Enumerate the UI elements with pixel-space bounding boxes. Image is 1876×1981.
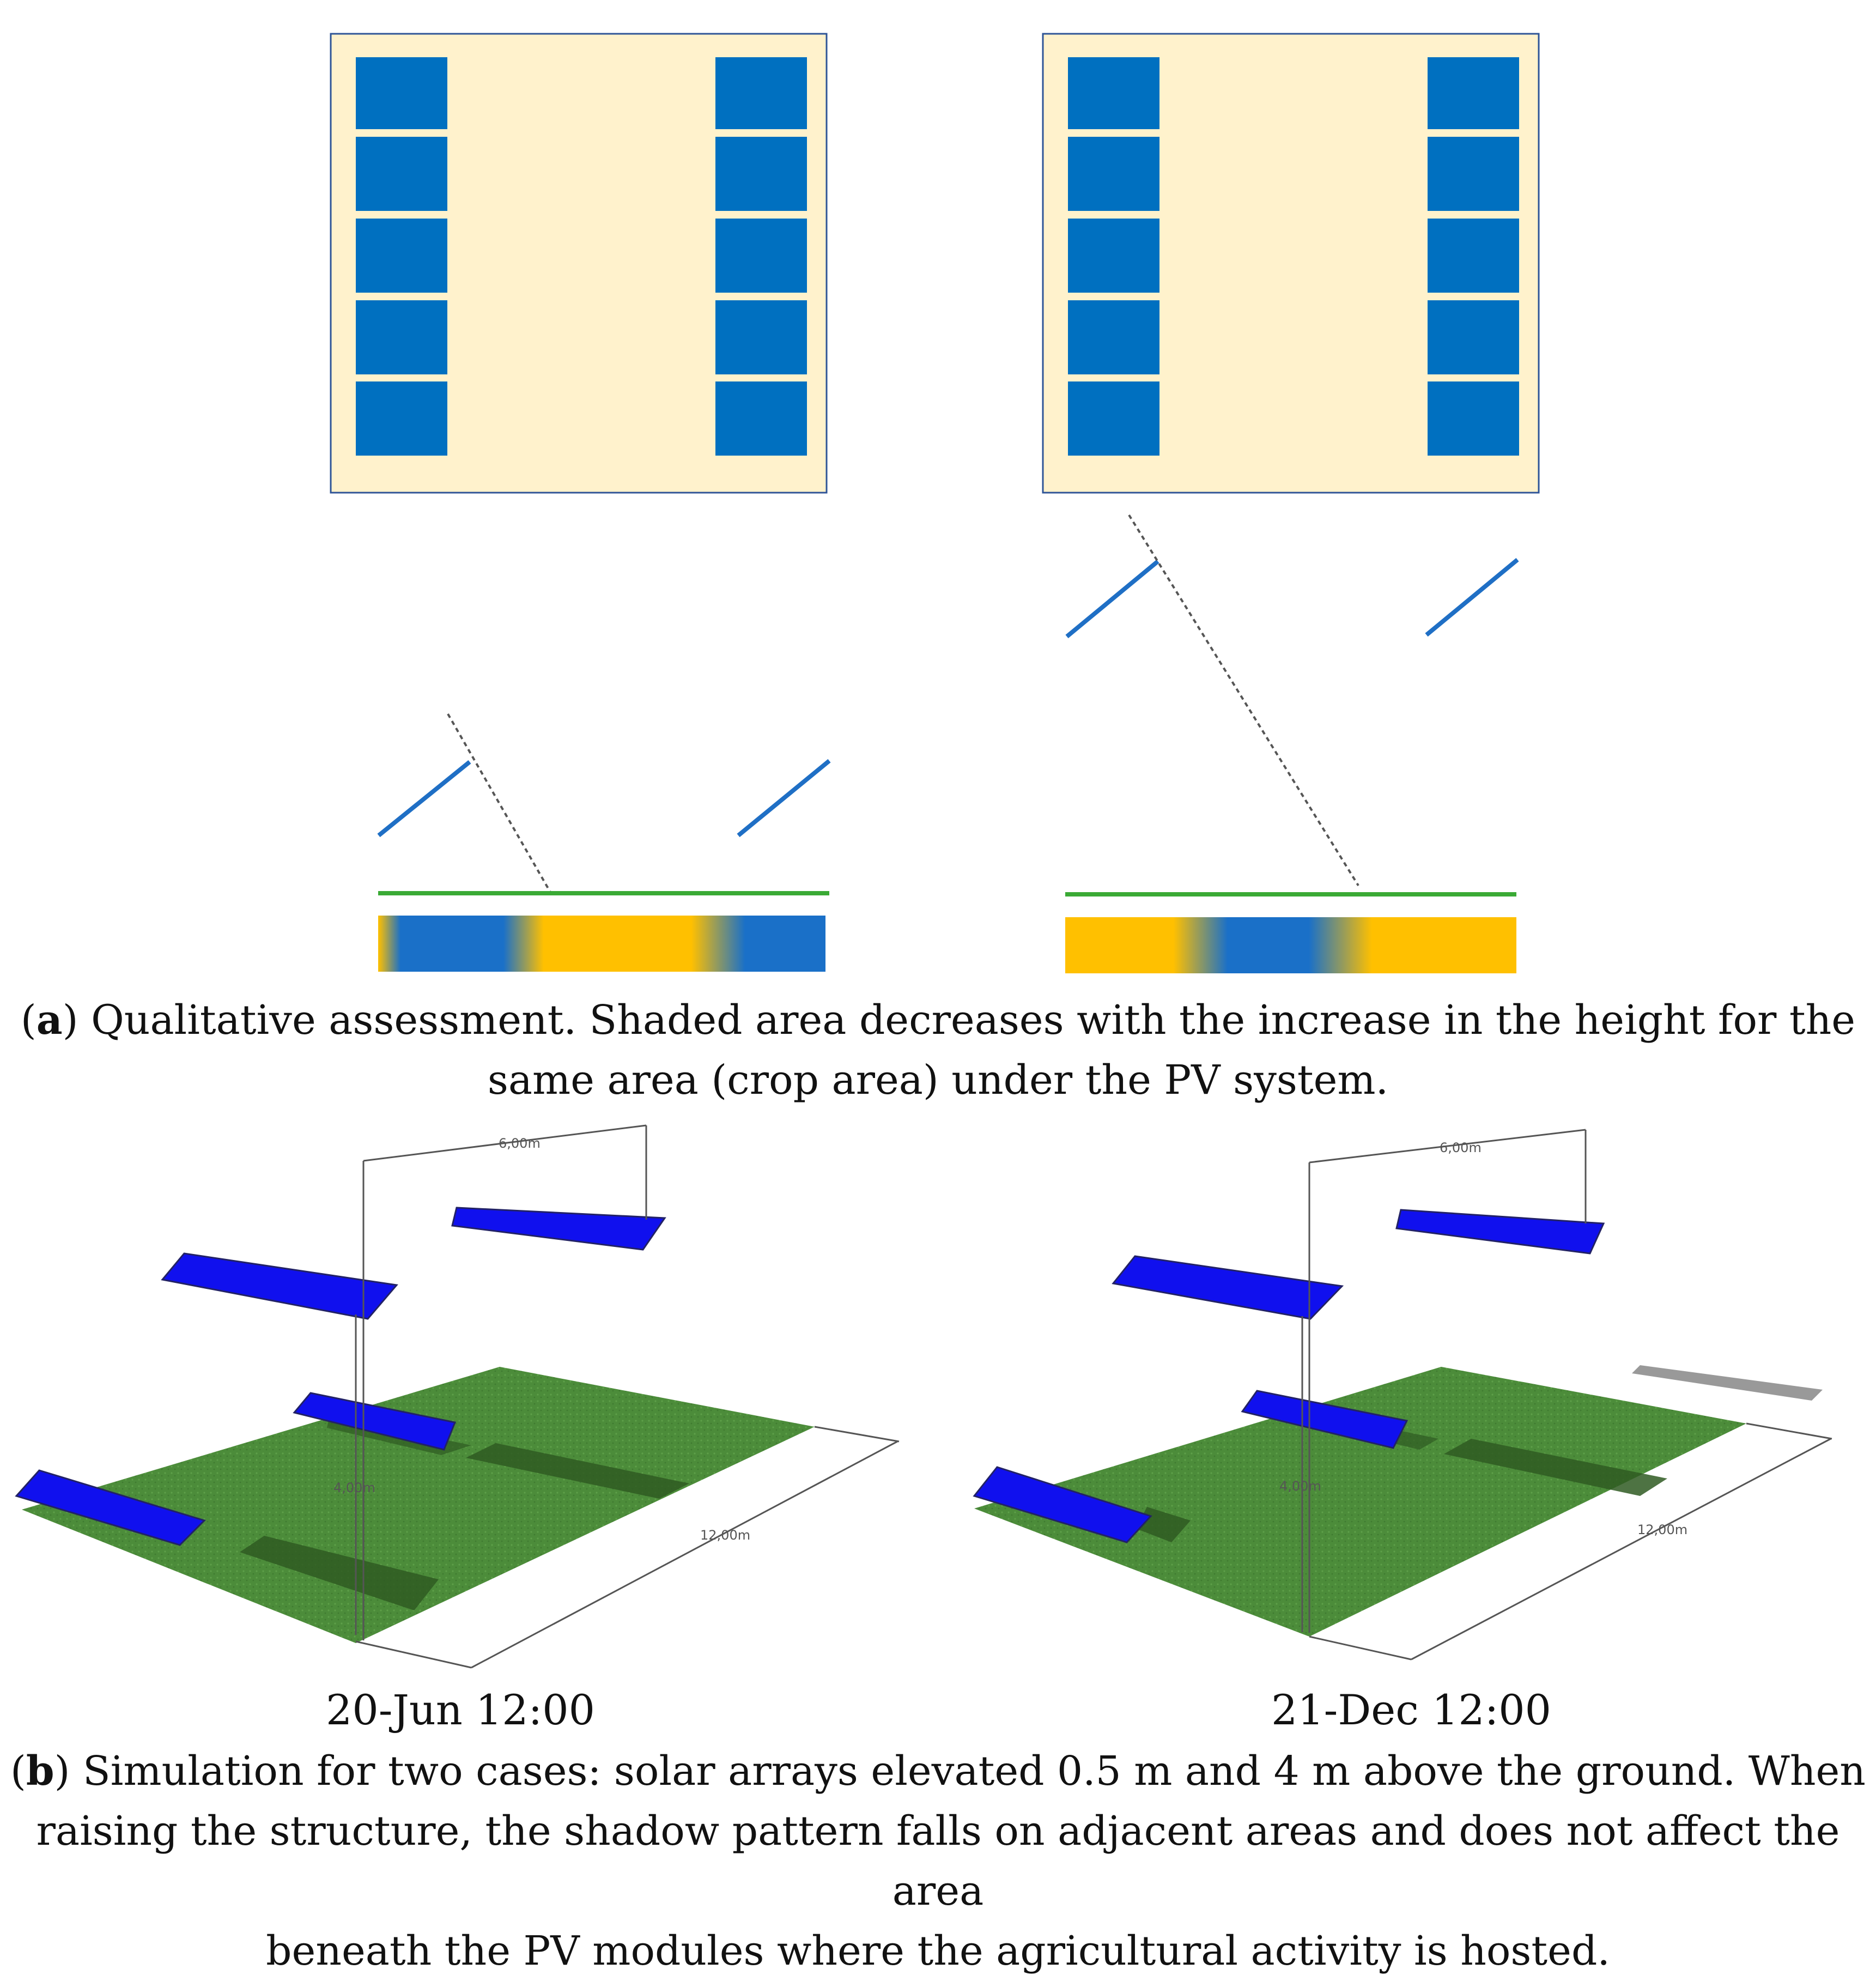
pv-module <box>1428 137 1519 211</box>
dimension-width: 6,00m <box>499 1136 541 1151</box>
side-view-high <box>1065 514 1519 973</box>
solar-module <box>1241 1390 1408 1449</box>
shade-strip <box>378 916 825 972</box>
pv-module-column-left-b <box>1068 57 1159 456</box>
top-view-right <box>1042 33 1540 494</box>
shade-strip <box>1065 917 1516 973</box>
case-label-left: 20-Jun 12:00 <box>326 1686 595 1734</box>
top-view-left <box>330 33 828 494</box>
caption-a-line1: (a) Qualitative assessment. Shaded area … <box>20 997 1856 1044</box>
dimension-length: 12,00m <box>1637 1522 1687 1537</box>
pv-module <box>1068 57 1159 129</box>
solar-module <box>293 1392 457 1451</box>
caption-b-line3: beneath the PV modules where the agricul… <box>266 1928 1610 1974</box>
caption-b-label: b <box>26 1748 54 1795</box>
pv-module <box>715 300 807 374</box>
pv-module-column-left-a <box>356 57 447 456</box>
ground-shadow <box>240 1536 439 1610</box>
pv-module <box>356 137 447 211</box>
tilted-module <box>1425 558 1519 637</box>
adjacent-shadow <box>1632 1365 1823 1401</box>
caption-a: (a) Qualitative assessment. Shaded area … <box>0 990 1876 1110</box>
pv-module <box>715 381 807 456</box>
tilted-module <box>737 759 831 838</box>
pv-module <box>356 300 447 374</box>
pv-module <box>356 381 447 456</box>
pv-module-column-right-b <box>1428 57 1519 456</box>
case-label-right: 21-Dec 12:00 <box>1271 1686 1552 1734</box>
dimension-lines <box>1301 1129 1832 1661</box>
caption-b-line1: (b) Simulation for two cases: solar arra… <box>10 1748 1866 1795</box>
solar-module <box>451 1207 666 1251</box>
pv-module <box>715 219 807 293</box>
pv-module <box>715 57 807 129</box>
simulation-left: 6,00m 4,00m 12,00m <box>15 1124 900 1669</box>
dimension-length: 12,00m <box>700 1528 750 1543</box>
dimension-height: 4,00m <box>1279 1479 1321 1494</box>
dimension-height: 4,00m <box>333 1480 375 1495</box>
simulation-right: 6,00m 4,00m 12,00m <box>973 1129 1832 1661</box>
pv-module <box>356 57 447 129</box>
crop-field <box>974 1367 1746 1637</box>
pv-module <box>1428 57 1519 129</box>
ground-shadow <box>466 1443 689 1499</box>
pv-module <box>1428 381 1519 456</box>
pv-module-column-right-a <box>715 57 807 456</box>
caption-a-line2: same area (crop area) under the PV syste… <box>487 1057 1389 1104</box>
tilted-module <box>1065 559 1159 639</box>
solar-module <box>15 1469 206 1546</box>
caption-b-text: ) Simulation for two cases: solar arrays… <box>54 1748 1866 1795</box>
pv-module <box>1068 137 1159 211</box>
pv-module <box>356 219 447 293</box>
tilted-module <box>377 760 471 838</box>
pv-module <box>1068 219 1159 293</box>
solar-module <box>973 1466 1152 1543</box>
sun-ray <box>1128 514 1359 887</box>
pv-module <box>1068 300 1159 374</box>
pv-module <box>1428 219 1519 293</box>
dimension-width: 6,00m <box>1440 1140 1482 1155</box>
caption-a-text: ) Qualitative assessment. Shaded area de… <box>62 997 1856 1044</box>
dimension-lines <box>355 1124 900 1669</box>
ground-shadow <box>1444 1439 1667 1496</box>
solar-module <box>1395 1209 1605 1255</box>
sun-ray <box>447 713 551 893</box>
caption-b: (b) Simulation for two cases: solar arra… <box>0 1741 1876 1981</box>
crop-field <box>22 1367 815 1643</box>
side-view-low <box>377 713 831 972</box>
solar-module <box>161 1252 398 1320</box>
caption-b-line2: raising the structure, the shadow patter… <box>36 1808 1840 1915</box>
solar-module <box>1112 1255 1344 1320</box>
pv-module <box>715 137 807 211</box>
pv-module <box>1428 300 1519 374</box>
caption-a-label: a <box>36 997 63 1044</box>
pv-module <box>1068 381 1159 456</box>
